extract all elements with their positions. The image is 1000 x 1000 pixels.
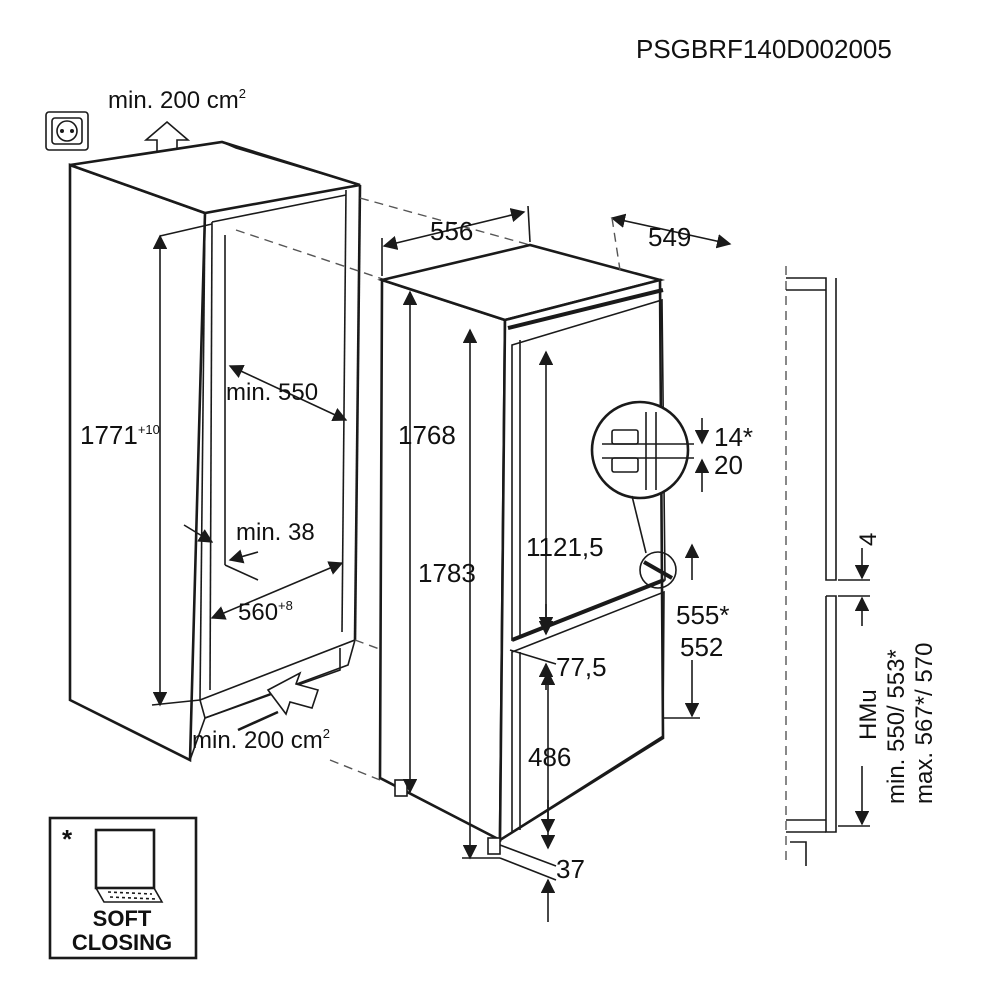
fridge-appliance xyxy=(377,243,666,855)
side-gap-arrow-b xyxy=(228,549,259,564)
side-gap-arrow-a xyxy=(183,524,214,543)
power-socket-icon xyxy=(45,111,89,151)
hmu-label: HMu xyxy=(855,689,882,740)
door-hinge-b-label: 20 xyxy=(714,450,743,480)
gap-label: 77,5 xyxy=(556,652,607,682)
height-total-label: 1783 xyxy=(418,558,476,588)
hinge-position-b-label: 552 xyxy=(680,632,723,662)
model-code: PSGBRF140D002005 xyxy=(636,34,892,64)
soft-closing-line1: SOFT xyxy=(93,906,152,931)
upper-door-label: 1121,5 xyxy=(526,532,604,562)
niche-width-arrow xyxy=(210,561,344,620)
niche-height-dimension xyxy=(151,223,213,707)
hmu-min-label: min. 550/ 553* xyxy=(883,649,910,804)
door-hinge-a-label: 14* xyxy=(714,422,753,452)
side-gap-value: 4 xyxy=(855,533,882,546)
niche-width-label: 560+8 xyxy=(238,598,293,626)
bottom-label: 37 xyxy=(556,854,585,884)
hmu-max-label: max. 567*/ 570 xyxy=(911,643,938,804)
side-gap-label: min. 38 xyxy=(236,519,315,546)
appliance-width-dimension xyxy=(381,205,531,276)
niche-height-label: 1771+10 xyxy=(80,420,160,450)
hinge-detail-callout xyxy=(590,400,694,589)
lower-door-label: 486 xyxy=(528,742,571,772)
cabinet-niche xyxy=(68,140,362,763)
ventilation-bottom-arrow-icon xyxy=(266,671,320,716)
ventilation-bottom-label: min. 200 cm2 xyxy=(192,726,330,754)
ventilation-top-label: min. 200 cm2 xyxy=(108,86,246,114)
soft-closing-line2: CLOSING xyxy=(72,930,172,955)
soft-closing-asterisk: * xyxy=(62,824,73,854)
appliance-depth-label: 549 xyxy=(648,222,691,252)
appliance-width-label: 556 xyxy=(430,216,473,246)
height-body-label: 1768 xyxy=(398,420,456,450)
niche-depth-label: min. 550 xyxy=(226,379,318,406)
appliance-depth-dimension xyxy=(610,213,732,271)
niche-depth-arrow xyxy=(228,364,348,422)
hinge-position-a-label: 555* xyxy=(676,600,730,630)
side-view xyxy=(785,266,870,866)
soft-closing-badge xyxy=(48,816,198,960)
